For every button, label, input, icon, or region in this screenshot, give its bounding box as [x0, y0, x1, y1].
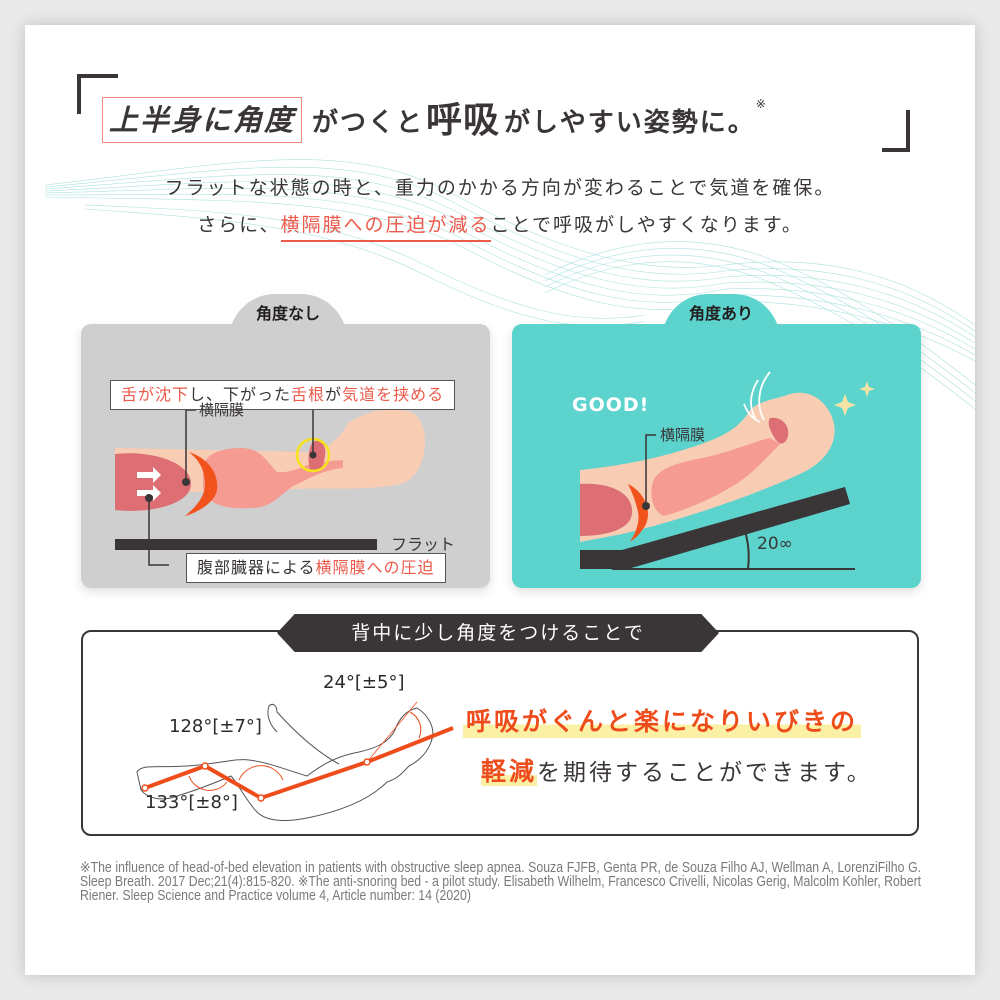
- panel-tab-no-angle: 角度なし: [229, 294, 347, 340]
- subtext-line1: フラットな状態の時と、重力のかかる方向が変わることで気道を確保。: [164, 177, 836, 199]
- knee-angle-label: 133°[±8°]: [145, 792, 238, 813]
- citation-footnote: ※The influence of head-of-bed elevation …: [80, 860, 922, 904]
- bracket-open-icon: [77, 74, 118, 114]
- callout-text: 舌根: [291, 385, 326, 404]
- diaphragm-label: 横隔膜: [660, 426, 706, 444]
- headline-note-mark: ※: [755, 97, 766, 111]
- subtext-highlight: 横隔膜への圧迫が減る: [280, 214, 491, 242]
- headline: 上半身に角度 がつくと 呼吸 がしやすい姿勢に。 ※: [102, 95, 766, 143]
- headline-boxed: 上半身に角度: [102, 97, 303, 143]
- head-angle-label: 24°[±5°]: [323, 672, 405, 693]
- flat-label: フラット: [391, 535, 456, 554]
- panel-with-angle: 角度あり GOOD! 横隔膜: [512, 294, 921, 588]
- callout-text: 気道を挟める: [342, 385, 445, 404]
- benefit-highlight: 軽減: [481, 757, 538, 786]
- panel-tab-with-angle: 角度あり: [662, 294, 780, 340]
- subtext-prefix: さらに、: [197, 214, 281, 236]
- headline-emphasis: 呼吸: [426, 100, 501, 141]
- angle-label: 20∞: [757, 534, 793, 554]
- callout-text: が: [325, 385, 343, 404]
- panel-no-angle: 角度なし 舌が沈下し、: [81, 294, 490, 588]
- subtext-suffix: ことで呼吸がしやすくなります。: [490, 214, 803, 236]
- bracket-close-icon: [882, 110, 910, 152]
- callout-text: し、下がった: [189, 385, 292, 404]
- benefit-rest: を期待することができます。: [537, 760, 873, 786]
- headline-mid: がつくと: [312, 108, 425, 138]
- hip-angle-label: 128°[±7°]: [169, 716, 262, 737]
- callout-text: 腹部臓器による: [197, 558, 316, 577]
- callout-tongue: 舌が沈下し、下がった舌根が気道を挟める: [110, 380, 456, 410]
- callout-text: 横隔膜への圧迫: [315, 558, 435, 577]
- callout-abdominal-pressure: 腹部臓器による横隔膜への圧迫: [186, 553, 446, 583]
- subtext-line2: さらに、横隔膜への圧迫が減ることで呼吸がしやすくなります。: [25, 210, 975, 242]
- callout-text: 舌が沈下: [121, 385, 190, 404]
- headline-end: がしやすい姿勢に。: [504, 108, 756, 138]
- diaphragm-label: 横隔膜: [199, 401, 245, 419]
- inclined-body-illustration: [580, 371, 875, 570]
- infographic-card: 上半身に角度 がつくと 呼吸 がしやすい姿勢に。 ※ フラットな状態の時と、重力…: [25, 25, 975, 975]
- benefit-line1: 呼吸がぐんと楽になりいびきの: [463, 702, 862, 738]
- bottom-benefit-box: 背中に少し角度をつけることで 24°[±5°] 128°[±7°] 133°[±…: [81, 614, 919, 836]
- benefit-line2: 軽減を期待することができます。: [481, 752, 873, 788]
- posture-angle-diagram: [136, 701, 454, 821]
- good-label: GOOD!: [572, 394, 650, 416]
- section-banner: 背中に少し角度をつけることで: [277, 614, 719, 652]
- flat-body-illustration: [115, 387, 425, 566]
